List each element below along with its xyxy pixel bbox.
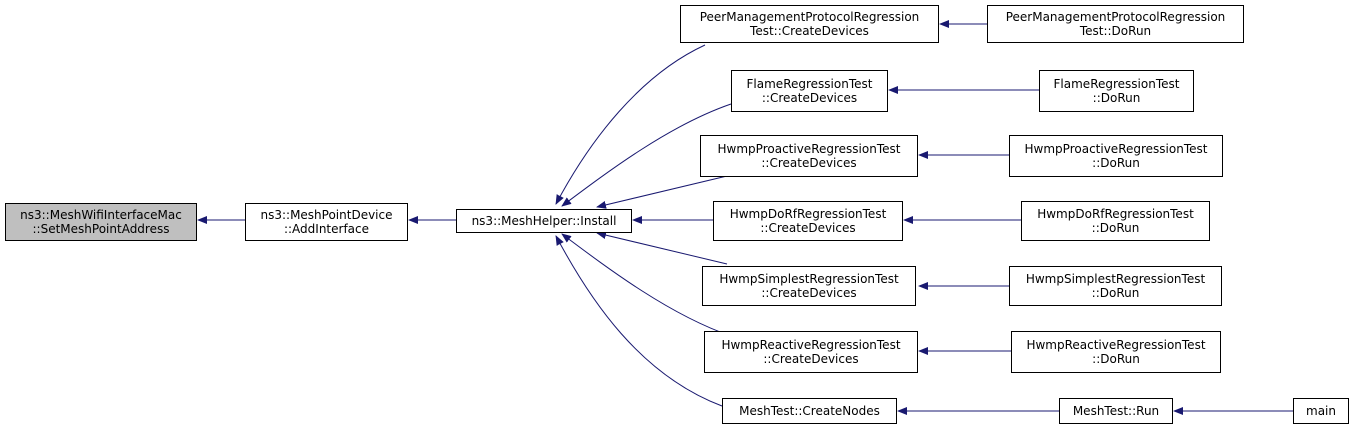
node-label-line2: ::SetMeshPointAddress [32,222,170,236]
node-label-line2: ::AddInterface [283,222,370,236]
node-label-line2: Test::CreateDevices [750,24,869,38]
node-flame-do-run[interactable]: FlameRegressionTest ::DoRun [1039,70,1194,112]
node-label-line2: ::CreateDevices [761,286,857,300]
node-label-line2: ::CreateDevices [761,156,857,170]
node-label-line1: HwmpSimplestRegressionTest [719,272,899,286]
node-label-line2: ::CreateDevices [760,221,856,235]
node-meshtest-create-nodes[interactable]: MeshTest::CreateNodes [722,398,897,424]
node-label-line1: ns3::MeshHelper::Install [471,214,617,228]
node-label-line1: FlameRegressionTest [1053,77,1180,91]
node-label-line1: HwmpSimplestRegressionTest [1025,272,1206,286]
node-label-line2: ::DoRun [1092,91,1141,105]
node-label-line1: ns3::MeshWifiInterfaceMac [20,208,182,222]
edge-flame-create-to-install [561,103,732,207]
node-label-line1: main [1306,404,1336,418]
node-label-line1: FlameRegressionTest [746,77,873,91]
node-label-line1: HwmpReactiveRegressionTest [721,338,901,352]
node-label-line2: ::DoRun [1092,156,1140,170]
edge-meshtest-create-to-install [555,235,723,407]
node-label-line1: ns3::MeshPointDevice [260,208,393,222]
node-reactive-do-run[interactable]: HwmpReactiveRegressionTest ::DoRun [1011,331,1221,373]
node-simplest-do-run[interactable]: HwmpSimplestRegressionTest ::DoRun [1009,266,1222,306]
node-reactive-create-devices[interactable]: HwmpReactiveRegressionTest ::CreateDevic… [704,331,918,373]
edge-pmp-create-to-install [555,44,706,205]
node-label-line2: ::DoRun [1091,221,1140,235]
node-install[interactable]: ns3::MeshHelper::Install [456,209,632,233]
node-label-line1: HwmpDoRfRegressionTest [729,207,887,221]
node-label-line2: ::CreateDevices [763,352,859,366]
node-label-line1: PeerManagementProtocolRegression [1005,10,1226,24]
node-add-interface[interactable]: ns3::MeshPointDevice ::AddInterface [245,203,408,241]
edge-simplest-create-to-install [596,231,728,265]
node-meshtest-run[interactable]: MeshTest::Run [1059,398,1173,424]
node-label-line2: ::DoRun [1091,286,1140,300]
node-label-line1: HwmpDoRfRegressionTest [1037,207,1194,221]
node-proactive-do-run[interactable]: HwmpProactiveRegressionTest ::DoRun [1009,135,1223,177]
edge-proactive-create-to-install [596,175,728,209]
node-label-line1: HwmpReactiveRegressionTest [1026,338,1206,352]
node-pmp-create-devices[interactable]: PeerManagementProtocolRegression Test::C… [680,5,939,43]
node-set-mesh-point-address[interactable]: ns3::MeshWifiInterfaceMac ::SetMeshPoint… [5,203,197,241]
node-pmp-do-run[interactable]: PeerManagementProtocolRegression Test::D… [987,5,1244,43]
node-label-line1: MeshTest::Run [1072,404,1160,418]
node-label-line1: HwmpProactiveRegressionTest [717,142,901,156]
node-dorf-create-devices[interactable]: HwmpDoRfRegressionTest ::CreateDevices [713,201,903,241]
node-dorf-do-run[interactable]: HwmpDoRfRegressionTest ::DoRun [1021,201,1210,241]
node-label-line2: Test::DoRun [1079,24,1152,38]
node-label-line2: ::DoRun [1092,352,1140,366]
node-flame-create-devices[interactable]: FlameRegressionTest ::CreateDevices [731,70,888,112]
node-label-line2: ::CreateDevices [761,91,858,105]
node-main[interactable]: main [1293,398,1349,424]
node-label-line1: HwmpProactiveRegressionTest [1024,142,1208,156]
node-label-line1: MeshTest::CreateNodes [739,404,880,418]
node-proactive-create-devices[interactable]: HwmpProactiveRegressionTest ::CreateDevi… [700,135,918,177]
node-label-line1: PeerManagementProtocolRegression [699,10,920,24]
edge-reactive-create-to-install [561,233,732,337]
node-simplest-create-devices[interactable]: HwmpSimplestRegressionTest ::CreateDevic… [702,266,916,306]
